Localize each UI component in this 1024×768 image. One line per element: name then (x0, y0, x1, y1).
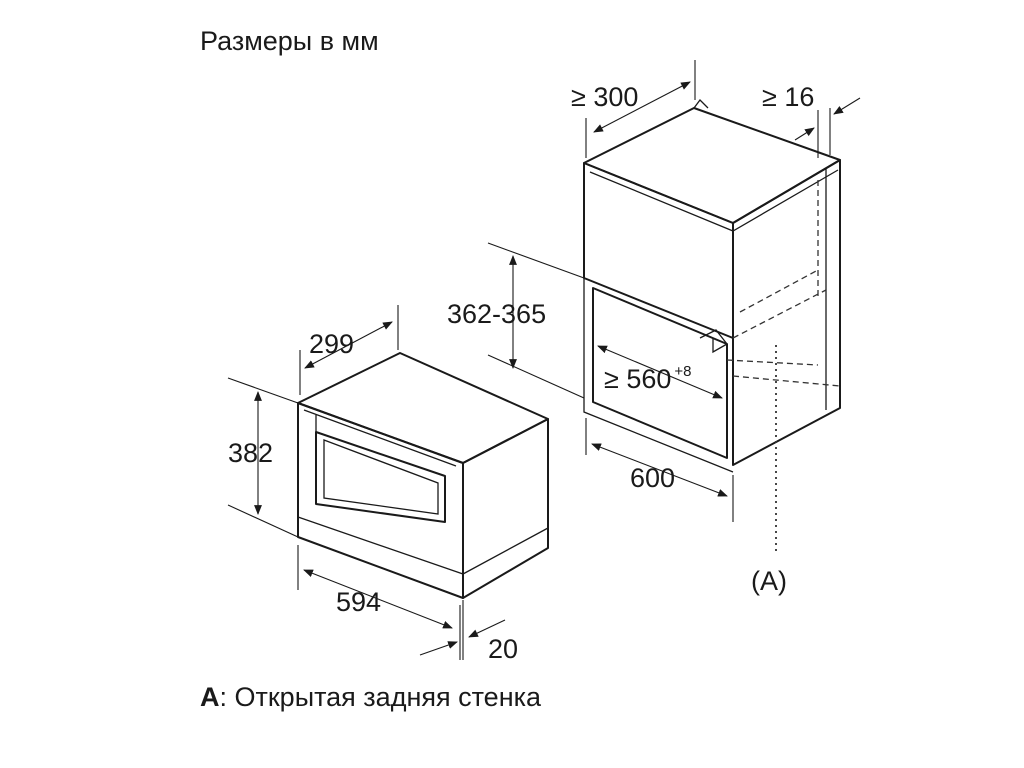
niche-open-back-marker: (A) (751, 345, 787, 596)
label-appliance-width: 594 (336, 587, 381, 617)
label-appliance-height: 382 (228, 438, 273, 468)
dim-front-panel: 20 (419, 600, 518, 664)
niche-top (583, 107, 841, 224)
niche-drawing (583, 99, 841, 473)
label-niche-board-thickness: ≥ 16 (762, 82, 814, 112)
dim-niche-height: 362-365 (447, 242, 585, 399)
label-niche-inner-width: ≥ 560+8 (604, 363, 691, 394)
page-title: Размеры в мм (200, 26, 379, 56)
label-niche-inner-width-tolerance: +8 (674, 363, 691, 380)
label-marker-a: (A) (751, 566, 787, 596)
dim-niche-inner-width: ≥ 560+8 (597, 345, 723, 399)
appliance-drawing (297, 352, 549, 599)
legend-description: : Открытая задняя стенка (220, 682, 543, 712)
dim-appliance-height: 382 (227, 377, 299, 538)
label-front-panel: 20 (488, 634, 518, 664)
legend-key: A (200, 682, 220, 712)
label-niche-inner-width-value: ≥ 560 (604, 364, 671, 394)
dim-appliance-depth: 299 (299, 305, 399, 395)
appliance-top (297, 352, 549, 464)
label-niche-top-depth: ≥ 300 (571, 82, 638, 112)
niche-side-panel (732, 159, 841, 466)
dim-niche-depth: 600 (585, 418, 734, 522)
appliance-door-window (315, 431, 446, 523)
label-niche-height: 362-365 (447, 299, 546, 329)
label-niche-depth: 600 (630, 463, 675, 493)
niche-upper-front (583, 162, 734, 339)
appliance-side (462, 418, 549, 599)
dim-niche-top-depth: ≥ 300 (571, 60, 696, 158)
label-appliance-depth: 299 (309, 329, 354, 359)
legend-text: A: Открытая задняя стенка (200, 682, 542, 712)
dim-appliance-width: 594 (297, 545, 461, 660)
dim-niche-board-thickness: ≥ 16 (762, 82, 861, 158)
